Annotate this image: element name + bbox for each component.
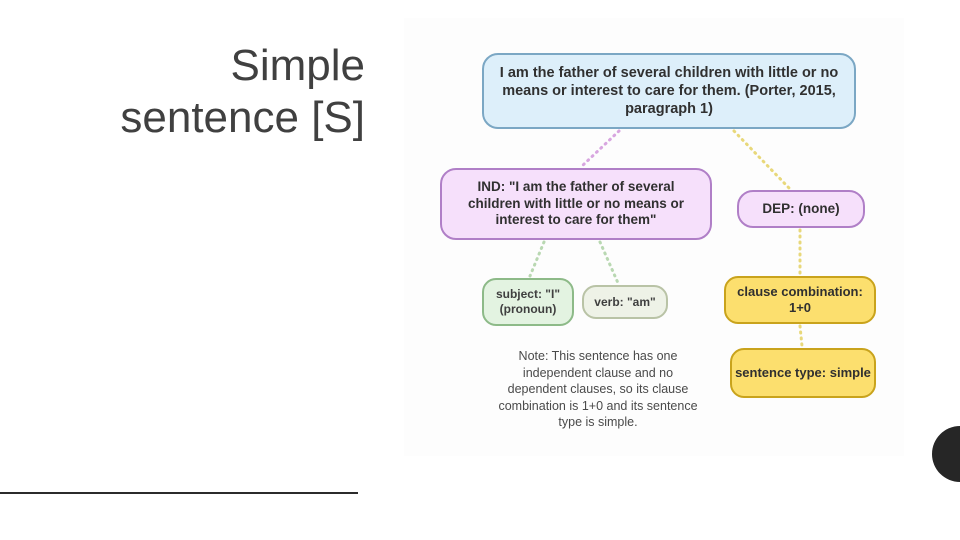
edge-sentence-to-dep [732, 129, 791, 190]
node-independent-clause[interactable]: IND: "I am the father of several childre… [440, 168, 712, 240]
node-sentence-type[interactable]: sentence type: simple [730, 348, 876, 398]
node-note: Note: This sentence has one independent … [498, 349, 698, 429]
node-sentence[interactable]: I am the father of several children with… [482, 53, 856, 129]
edge-sentence-to-ind [580, 129, 621, 168]
diagram-panel: I am the father of several children with… [404, 18, 904, 456]
node-subject[interactable]: subject: "I" (pronoun) [482, 278, 574, 326]
page-title-line-1: Simple [230, 41, 366, 90]
edge-ind-to-subject [528, 240, 546, 278]
edge-combination-to-type [798, 324, 804, 348]
diagram-connectors [528, 129, 804, 348]
title-underline-rule [0, 492, 358, 494]
edge-ind-to-verb [598, 240, 620, 285]
corner-decoration-circle [932, 426, 960, 482]
node-dependent-clause[interactable]: DEP: (none) [737, 190, 865, 228]
node-verb[interactable]: verb: "am" [582, 285, 668, 319]
page-title: Simple sentence [S] [30, 40, 365, 144]
page-title-line-2: sentence [S] [120, 92, 365, 142]
node-clause-combination[interactable]: clause combination: 1+0 [724, 276, 876, 324]
